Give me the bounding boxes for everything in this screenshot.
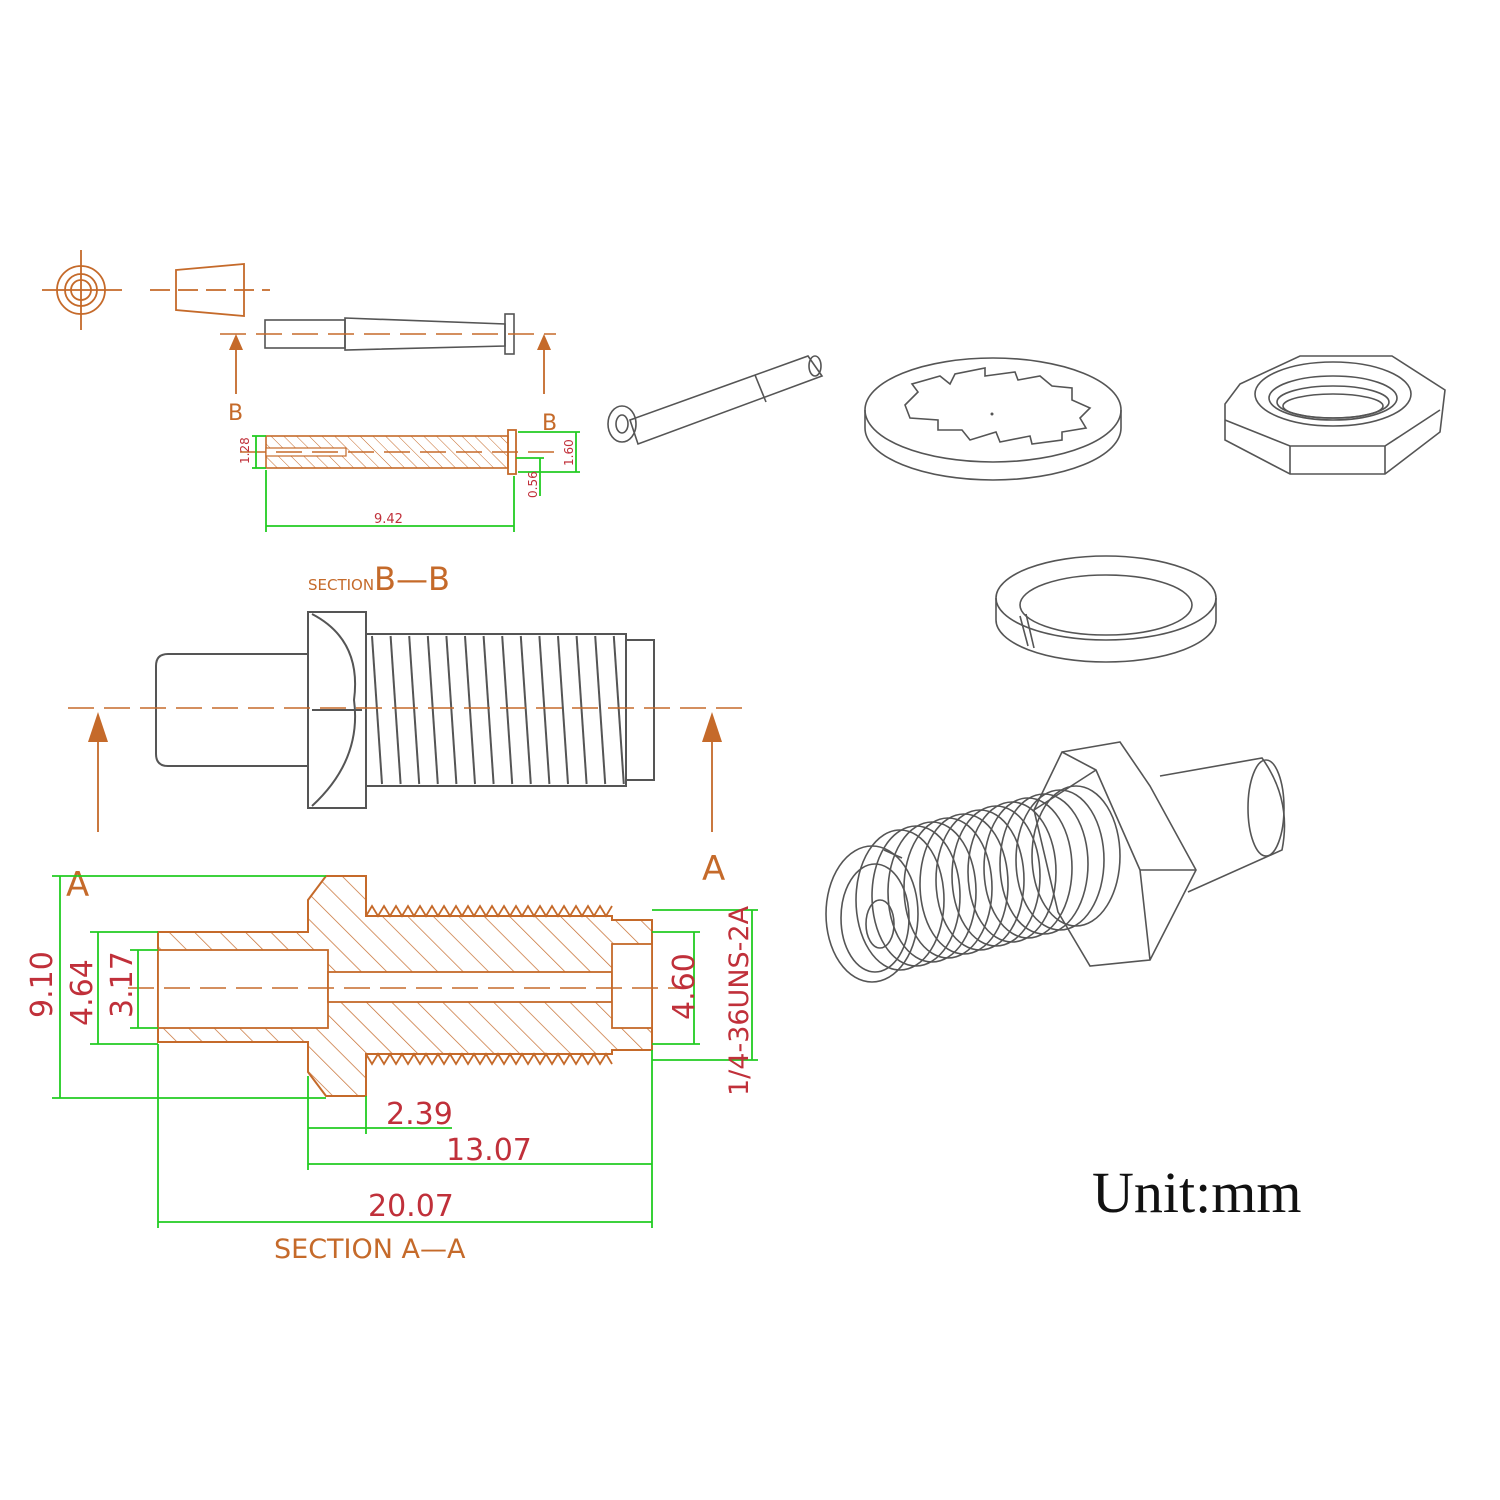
cut-marker-b-right: B (537, 334, 557, 436)
lock-washer (864, 357, 1122, 481)
dim-flange-width: 2.39 (386, 1097, 453, 1132)
section-bb-prefix: SECTION (308, 576, 374, 594)
section-bb-name: B—B (374, 560, 450, 598)
dim-overall-length: 20.07 (368, 1189, 454, 1224)
dim-inner-bore: 3.17 (105, 951, 140, 1018)
dim-thread-length: 13.07 (446, 1133, 532, 1168)
hex-nut (1224, 355, 1446, 475)
unit-label: Unit:mm (1092, 1160, 1301, 1225)
connector-section-aa (128, 875, 680, 1097)
dim-overall-height: 9.10 (25, 951, 60, 1018)
pin-section-bb (240, 429, 560, 475)
section-aa-title: SECTION A—A (274, 1234, 466, 1265)
dim-pin-dia-large: 1.60 (562, 439, 576, 466)
dim-thread-spec: 1/4-36UNS-2A (724, 905, 755, 1096)
dim-pin-tip: 0.56 (526, 471, 540, 498)
dim-front-bore: 4.60 (667, 953, 702, 1020)
split-washer (995, 555, 1217, 663)
pin-isometric (607, 355, 824, 446)
section-aa-dimensions: 9.10 4.64 3.17 4.60 1/4-36UNS-2A 2.39 13… (25, 875, 758, 1228)
connector-isometric (825, 741, 1286, 983)
dim-pin-length: 9.42 (374, 512, 403, 527)
cut-marker-a-right (702, 712, 722, 832)
dim-bore: 4.64 (65, 959, 100, 1026)
cut-label-a-left: A (66, 865, 89, 905)
cut-marker-a-left (88, 712, 108, 832)
dim-pin-dia-small: 1.28 (238, 437, 252, 464)
cut-marker-b-left: B (228, 334, 243, 426)
pin-side-view (220, 313, 556, 355)
cut-label-b-left: B (228, 401, 243, 426)
pin-dimensions: 9.42 1.28 1.60 0.56 (238, 431, 580, 532)
connector-side-view (68, 611, 742, 809)
pin-end-view (42, 250, 122, 330)
cut-label-a-right: A (702, 849, 725, 889)
cut-label-b-right: B (542, 411, 557, 436)
pin-cone-view (150, 263, 270, 317)
